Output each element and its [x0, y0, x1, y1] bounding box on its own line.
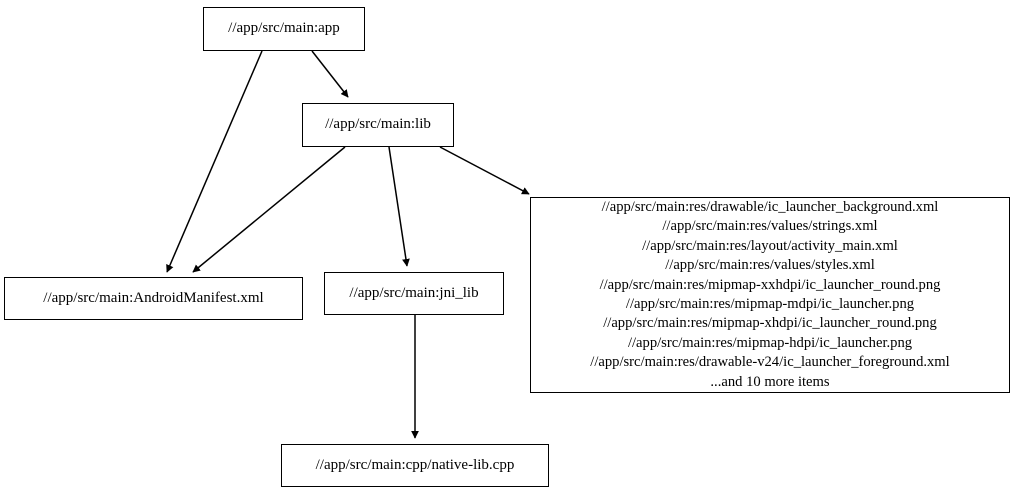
graph-node-native-lib-cpp-label: //app/src/main:cpp/native-lib.cpp — [315, 456, 515, 473]
graph-node-native-lib-cpp[interactable]: //app/src/main:cpp/native-lib.cpp — [281, 444, 549, 487]
graph-node-jni-lib-label: //app/src/main:jni_lib — [349, 284, 479, 301]
graph-node-lib-label: //app/src/main:lib — [325, 116, 431, 133]
graph-node-android-manifest[interactable]: //app/src/main:AndroidManifest.xml — [4, 277, 303, 320]
graph-node-app-label: //app/src/main:app — [228, 20, 340, 37]
edge-lib-to-res — [439, 146, 530, 195]
graph-node-jni-lib[interactable]: //app/src/main:jni_lib — [324, 272, 504, 315]
edge-lib-to-manifest — [192, 146, 346, 273]
graph-node-res-group-label: //app/src/main:res/drawable/ic_launcher_… — [590, 198, 950, 390]
graph-node-res-group[interactable]: //app/src/main:res/drawable/ic_launcher_… — [530, 197, 1010, 393]
edge-lib-to-jni-lib — [388, 146, 410, 267]
graph-node-app[interactable]: //app/src/main:app — [203, 7, 365, 51]
graph-node-android-manifest-label: //app/src/main:AndroidManifest.xml — [43, 289, 264, 306]
edge-app-to-lib — [311, 50, 349, 98]
edge-app-to-manifest — [166, 50, 263, 273]
graph-node-lib[interactable]: //app/src/main:lib — [302, 103, 454, 147]
